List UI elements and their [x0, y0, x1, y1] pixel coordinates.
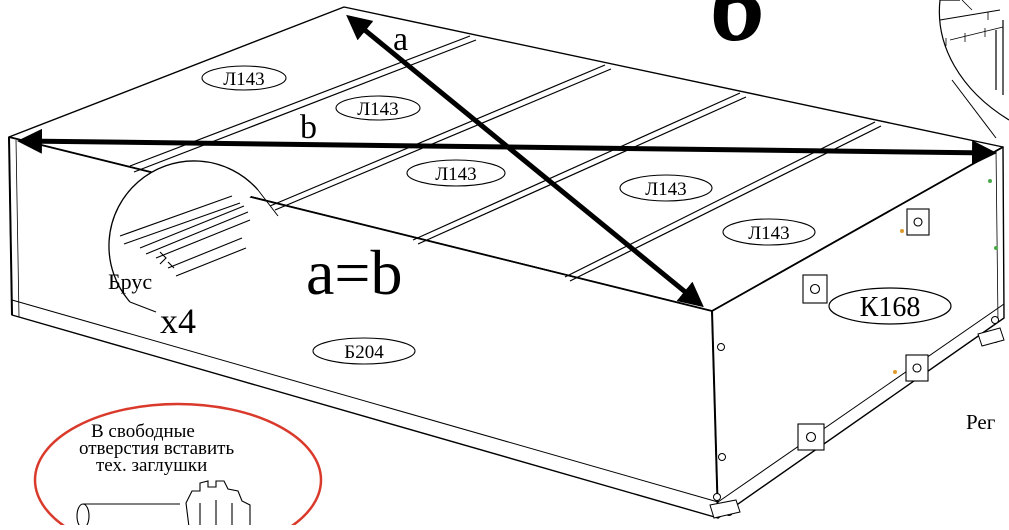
- svg-text:Л143: Л143: [645, 179, 686, 200]
- step-number: 6: [710, 0, 765, 64]
- side-fittings: [797, 208, 930, 451]
- svg-text:Л143: Л143: [223, 69, 264, 90]
- brus-label: Брус: [108, 269, 152, 294]
- equality-label: a=b: [306, 237, 403, 308]
- part-label-front: Б204: [312, 337, 416, 365]
- note-ellipse: [33, 402, 323, 525]
- part-label-top-2: Л143: [335, 95, 421, 121]
- svg-text:Л143: Л143: [435, 164, 476, 185]
- svg-text:Б204: Б204: [344, 342, 384, 363]
- part-label-top-5: Л143: [722, 218, 816, 246]
- part-label-top-1: Л143: [201, 65, 287, 91]
- svg-text:К168: К168: [860, 292, 921, 323]
- diagonal-b-label: b: [300, 109, 317, 146]
- note-line-2: отверстия вставить: [79, 438, 234, 459]
- part-label-top-3: Л143: [406, 159, 506, 187]
- brus-detail-inset: Брус x4: [108, 160, 279, 341]
- plug-note: В свободные отверстия вставить тех. загл…: [33, 402, 323, 525]
- fitting-icon: [802, 274, 828, 304]
- note-line-3: тех. заглушки: [96, 455, 207, 476]
- part-label-top-4: Л143: [619, 174, 713, 202]
- side-edge-text: Рег: [966, 410, 996, 434]
- plug-icon: [76, 480, 251, 525]
- svg-text:Л143: Л143: [748, 223, 789, 244]
- fitting-icon: [797, 423, 825, 451]
- zoom-detail-circle: [938, 0, 1009, 139]
- note-line-1: В свободные: [91, 421, 195, 442]
- diagonal-a-label: a: [393, 21, 408, 58]
- fitting-icon: [905, 354, 929, 382]
- diagonal-arrows: [17, 14, 997, 308]
- fitting-icon: [906, 208, 930, 236]
- diagonal-b-arrow: [17, 128, 997, 166]
- svg-text:Л143: Л143: [357, 99, 398, 120]
- cabinet-foot: [709, 327, 1005, 519]
- part-label-side: К168: [828, 287, 952, 325]
- repeat-count: x4: [160, 301, 196, 341]
